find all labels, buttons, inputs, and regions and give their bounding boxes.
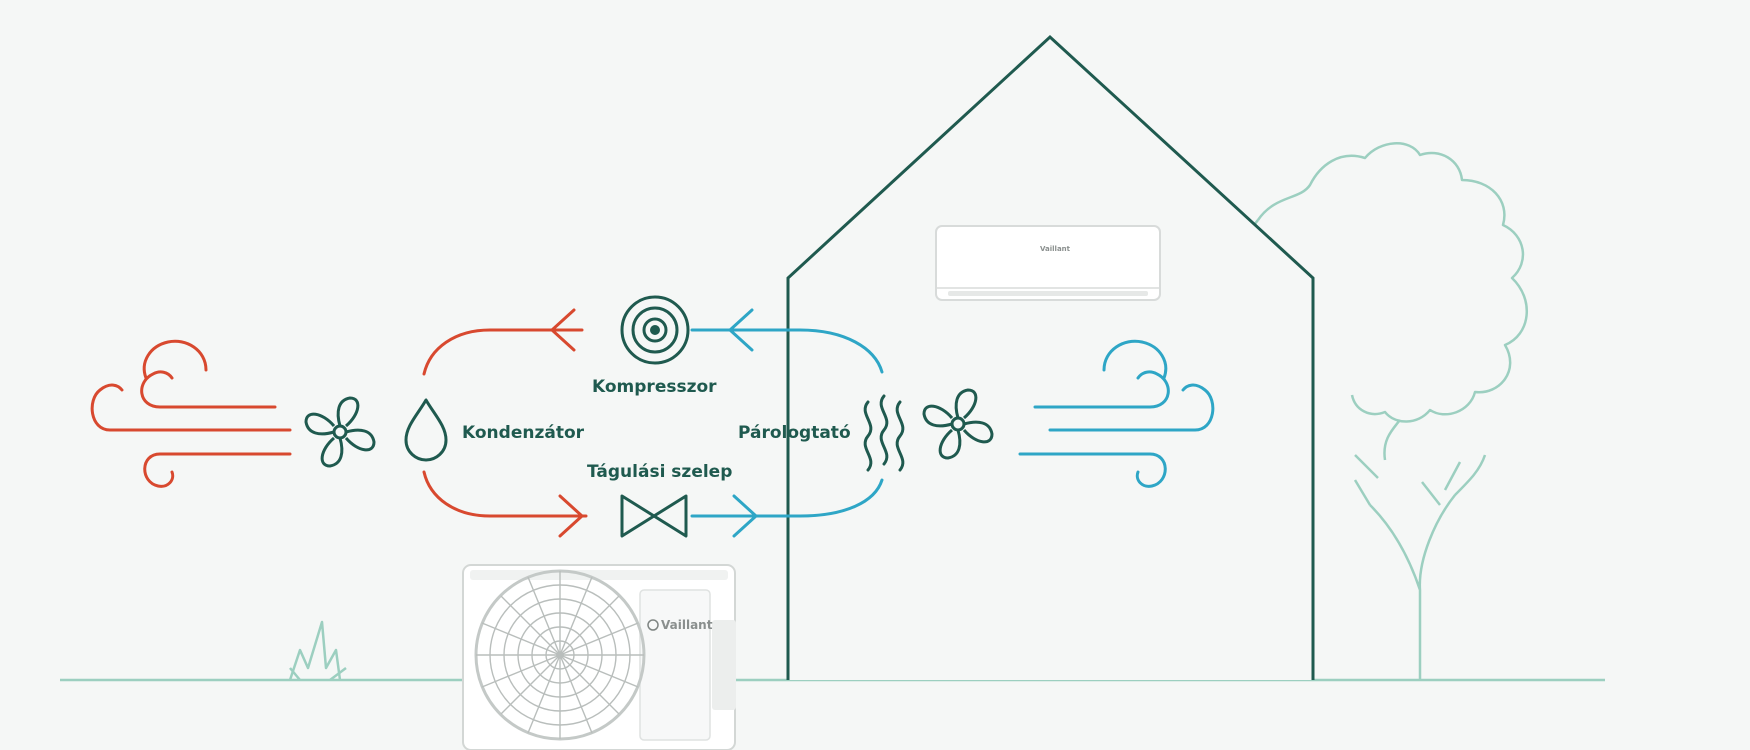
cool-arrow-icon xyxy=(728,308,754,352)
compressor-icon xyxy=(620,295,690,365)
warm-refrigerant-loop xyxy=(422,328,588,518)
expansion-valve-icon xyxy=(620,494,688,538)
indoor-unit-logo: Vaillant xyxy=(1040,245,1071,253)
warm-wind-icon xyxy=(90,370,292,488)
cool-wind-icon xyxy=(1018,370,1215,488)
condenser-fan-icon xyxy=(304,396,376,468)
outdoor-unit-logo: Vaillant xyxy=(661,618,713,632)
cool-wind-swirl-icon xyxy=(1102,339,1168,380)
cool-refrigerant-loop xyxy=(690,328,884,518)
warm-arrow-icon xyxy=(550,308,576,352)
warm-arrow-right-icon xyxy=(558,494,584,538)
evaporator-fan-icon xyxy=(922,388,994,460)
condenser-drop-icon xyxy=(404,398,448,462)
outdoor-fan-grille xyxy=(474,569,646,741)
outdoor-unit: Vaillant xyxy=(462,564,736,750)
evaporator-label: Párologtató xyxy=(738,423,851,443)
vaillant-logo-icon xyxy=(647,619,659,631)
expansion-valve-label: Tágulási szelep xyxy=(587,462,732,482)
grass-icon xyxy=(288,620,347,681)
cool-arrow-right-icon xyxy=(732,494,758,538)
indoor-unit: Vaillant xyxy=(935,225,1161,301)
warm-wind-swirl-icon xyxy=(142,339,208,380)
evaporator-icon xyxy=(863,394,905,472)
compressor-label: Kompresszor xyxy=(592,377,717,397)
condenser-label: Kondenzátor xyxy=(462,423,585,443)
house-outline xyxy=(786,34,1315,680)
